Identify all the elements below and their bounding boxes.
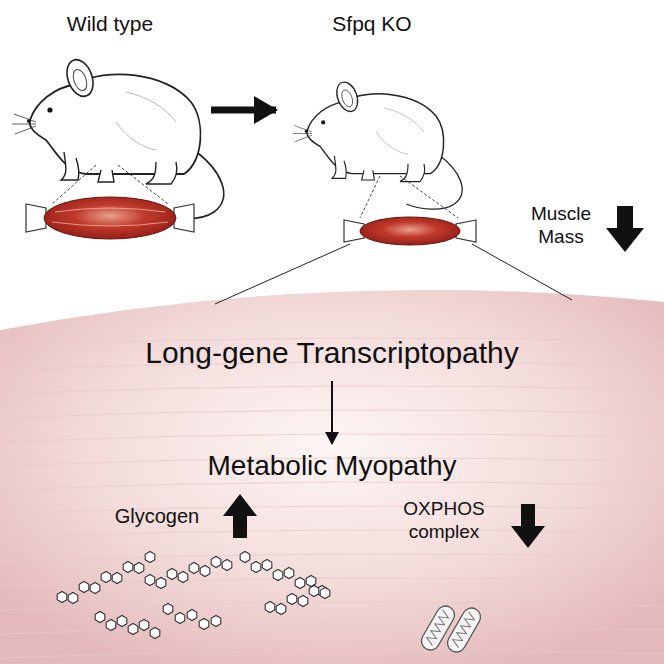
- down-arrow: [606, 206, 644, 252]
- mitochondria: [418, 603, 484, 656]
- muscle-band: [0, 290, 664, 664]
- node-text: Metabolic Myopathy: [40, 450, 624, 482]
- glycogen-chains: [57, 552, 330, 639]
- up-arrow: [223, 494, 257, 538]
- change-label: Muscle Mass: [520, 203, 602, 249]
- muscle: [44, 197, 176, 239]
- mouse-panel: Wild type: [15, 12, 205, 208]
- muscle-fibers: [0, 338, 664, 658]
- complex-label: OXPHOS complex: [392, 498, 496, 544]
- down-arrow: [511, 504, 545, 548]
- flow-arrow: [211, 107, 276, 114]
- tendon: [174, 204, 194, 232]
- tendon: [26, 204, 46, 232]
- node-text: Sfpq KO: [282, 12, 462, 36]
- node-text: Long-gene Transcriptopathy: [40, 336, 624, 371]
- node-text: Wild type: [15, 12, 205, 36]
- process-text: Metabolic Myopathy: [40, 450, 624, 487]
- metabolite-label: Glycogen: [92, 504, 222, 528]
- mouse-panel: Sfpq KO: [282, 12, 462, 208]
- process-text: Long-gene Transcriptopathy: [40, 336, 624, 375]
- flow-arrow: [331, 381, 333, 444]
- muscle: [360, 217, 460, 245]
